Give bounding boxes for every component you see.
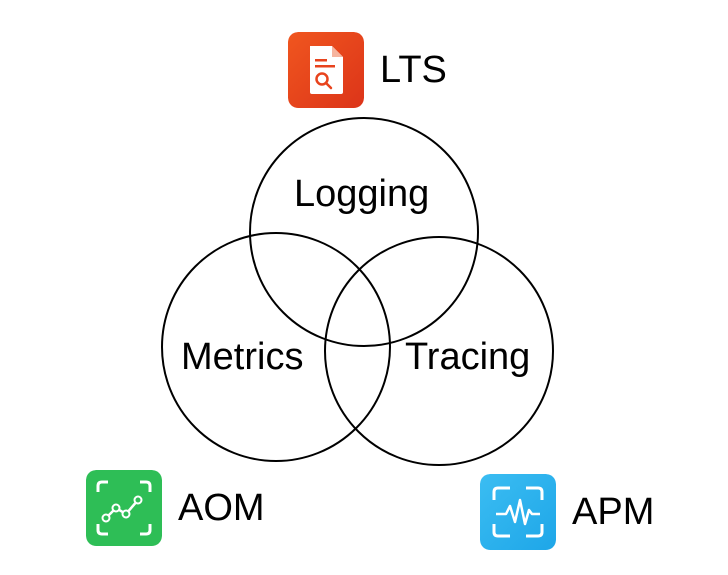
metrics-circle: [161, 232, 391, 462]
metrics-label: Metrics: [181, 336, 304, 378]
aom-product: AOM: [86, 470, 265, 546]
tracing-label: Tracing: [405, 336, 531, 378]
logging-circle: [249, 117, 479, 347]
lts-product: LTS: [288, 32, 447, 108]
log-search-icon: [288, 32, 364, 108]
tracing-circle: [324, 236, 554, 466]
aom-label: AOM: [178, 487, 265, 529]
apm-label: APM: [572, 491, 655, 533]
line-chart-icon: [86, 470, 162, 546]
apm-product: APM: [480, 474, 654, 550]
lts-label: LTS: [380, 49, 447, 91]
logging-label: Logging: [294, 173, 430, 215]
pulse-monitor-icon: [480, 474, 556, 550]
